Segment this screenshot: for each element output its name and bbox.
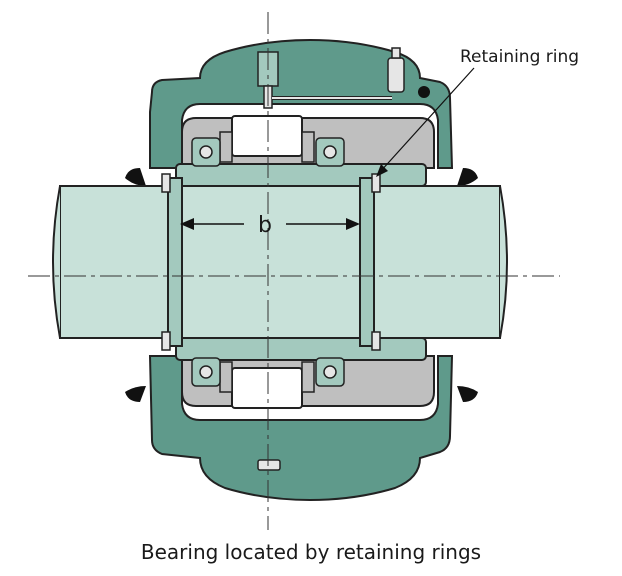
housing [148, 38, 454, 502]
retaining-ring-callout: Retaining ring [376, 47, 579, 177]
screw-icon [323, 365, 337, 379]
rollers-top [191, 115, 345, 167]
drain-plug [257, 459, 281, 471]
figure-caption: Bearing located by retaining rings [140, 540, 482, 564]
screw-icon [323, 145, 337, 159]
shaft [52, 185, 508, 339]
bearing-rings [167, 163, 427, 361]
screw-icon [199, 145, 213, 159]
screw-icon [199, 365, 213, 379]
dimension-label: b [258, 213, 272, 238]
dimension-b: b [180, 213, 360, 238]
retaining-rings [161, 173, 381, 351]
seals [125, 168, 478, 402]
callout-label: Retaining ring [460, 47, 579, 67]
centerlines [28, 12, 560, 530]
rollers-bottom [191, 357, 345, 409]
